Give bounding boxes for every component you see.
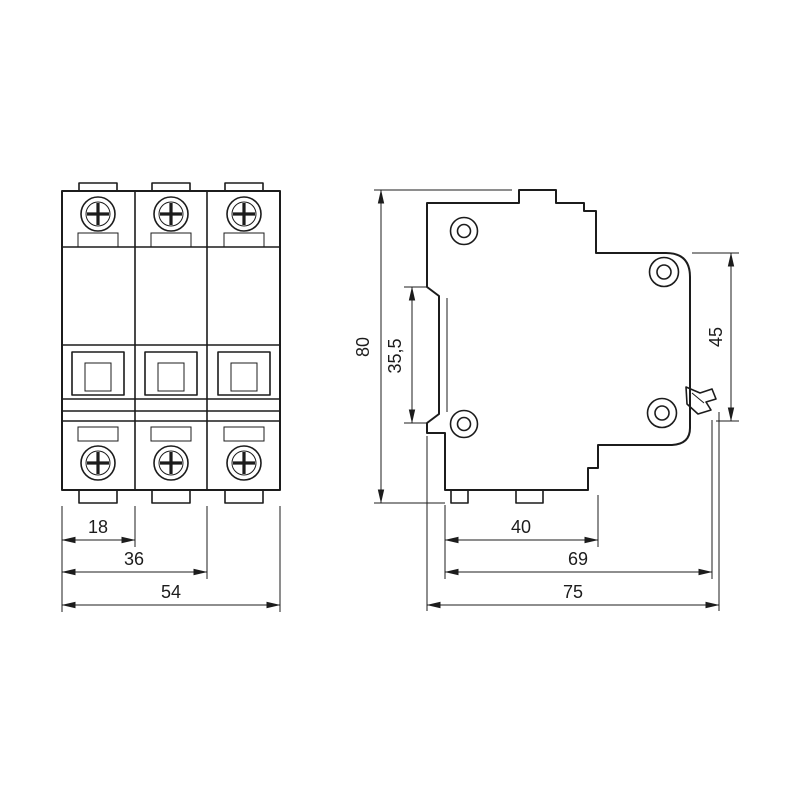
housing-rivet	[449, 409, 479, 439]
front-view-dimensions: 18 36 54	[61, 506, 281, 612]
side-body-outline	[426, 189, 691, 491]
front-view	[61, 182, 281, 504]
dimension-label-base-depth: 40	[511, 517, 531, 537]
dimension-label-total-height: 80	[353, 337, 373, 357]
terminal-frame	[223, 232, 265, 248]
terminal-screw	[226, 196, 262, 232]
dimension-label-total-depth: 75	[563, 582, 583, 602]
housing-rivet	[646, 397, 678, 429]
bottom-tab	[78, 489, 118, 504]
toggle-window	[217, 351, 271, 396]
terminal-frame	[150, 232, 192, 248]
toggle-handle	[157, 362, 185, 392]
terminal-screw	[226, 445, 262, 481]
top-tab	[78, 182, 118, 192]
dimension-label-din-notch: 35,5	[385, 338, 405, 373]
top-tab	[224, 182, 264, 192]
top-tab	[151, 182, 191, 192]
bottom-tab	[151, 489, 191, 504]
terminal-screw	[80, 196, 116, 232]
terminal-frame	[223, 426, 265, 442]
terminal-frame	[77, 232, 119, 248]
dimension-label-module-width: 18	[88, 517, 108, 537]
toggle-window	[144, 351, 198, 396]
bottom-foot	[515, 489, 544, 504]
dimension-label-depth-to-latch: 69	[568, 549, 588, 569]
toggle-window	[71, 351, 125, 396]
side-view	[426, 189, 717, 504]
din-latch	[685, 386, 717, 415]
side-view-dimensions: 80 35,5 45 40 69 75	[353, 189, 739, 611]
terminal-screw	[153, 445, 189, 481]
dimension-label-total-width: 54	[161, 582, 181, 602]
bottom-tab	[224, 489, 264, 504]
housing-rivet	[449, 216, 479, 246]
toggle-handle	[230, 362, 258, 392]
terminal-screw	[80, 445, 116, 481]
terminal-screw	[153, 196, 189, 232]
body-outline	[61, 190, 281, 491]
bottom-foot	[450, 489, 469, 504]
housing-rivet	[648, 256, 680, 288]
terminal-frame	[150, 426, 192, 442]
terminal-frame	[77, 426, 119, 442]
toggle-handle	[84, 362, 112, 392]
dimension-label-two-modules: 36	[124, 549, 144, 569]
dimension-label-right-section: 45	[706, 327, 726, 347]
